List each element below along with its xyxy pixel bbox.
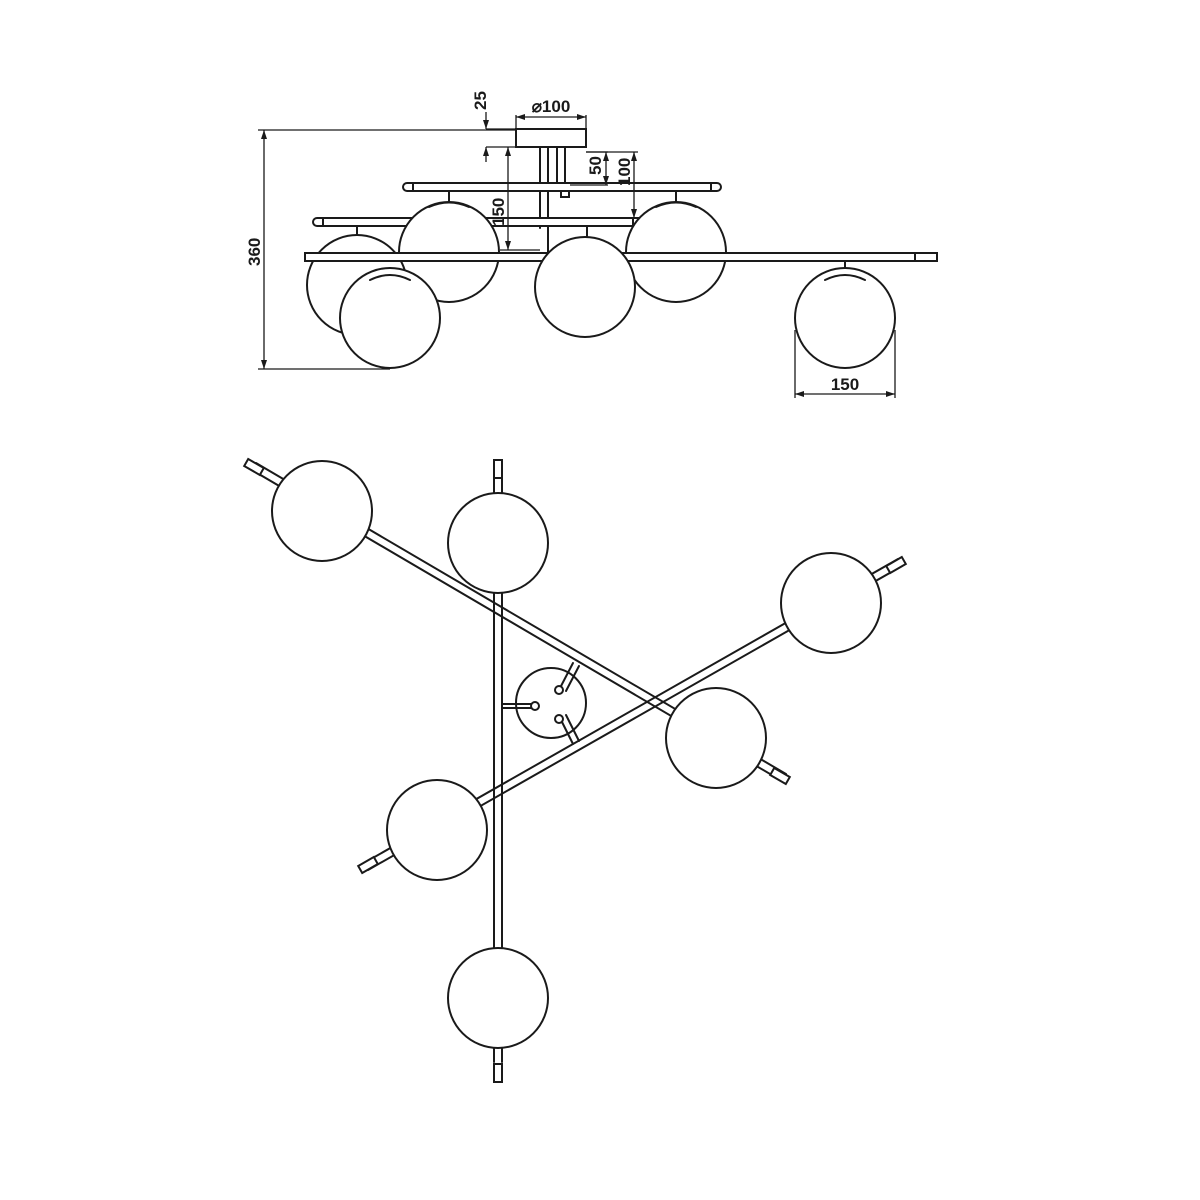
dim-second-offset: 100: [615, 158, 634, 186]
dimension-lines: 25 ⌀100 150 50 100 360: [245, 91, 896, 398]
side-view: [304, 128, 938, 369]
top-view: [242, 457, 908, 1083]
dim-canopy-diameter: ⌀100: [532, 97, 571, 116]
globe: [386, 779, 488, 881]
center-canopy: [501, 662, 587, 745]
dim-total-height: 360: [245, 238, 264, 266]
dim-upper-offset: 50: [586, 156, 605, 175]
dim-drop-height: 150: [489, 198, 508, 226]
globe: [447, 947, 549, 1049]
canopy-plate: [515, 128, 587, 148]
globe: [665, 687, 767, 789]
globe: [339, 267, 441, 369]
globe: [534, 236, 636, 338]
upper-arm: [402, 182, 722, 192]
globe: [794, 267, 896, 369]
globe: [447, 492, 549, 594]
globe: [271, 460, 373, 562]
dim-globe-diameter: 150: [831, 375, 859, 394]
dim-plate-height: 25: [471, 91, 490, 110]
globe: [780, 552, 882, 654]
